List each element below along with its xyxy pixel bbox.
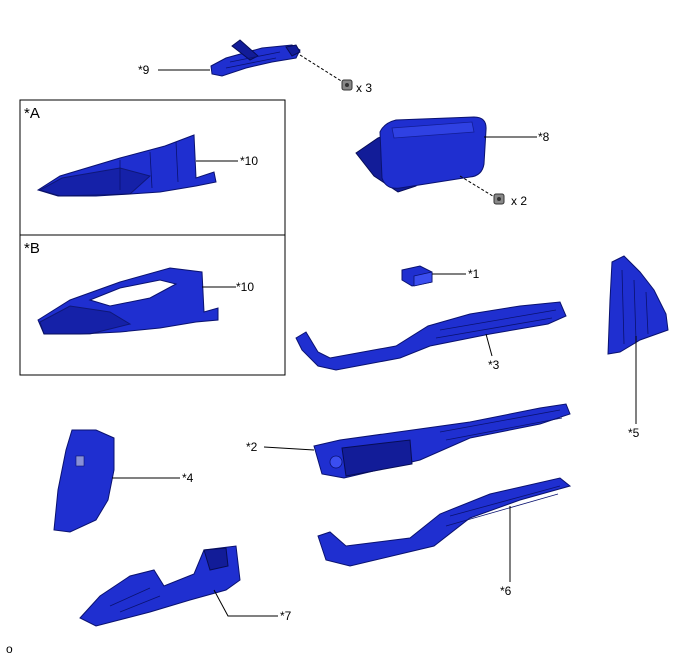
callout-8: *8 — [538, 130, 550, 144]
screw-path-8 — [459, 175, 497, 199]
variant-a-label: *A — [24, 105, 40, 122]
part-6-lower-panel — [317, 477, 572, 567]
callout-3: *3 — [488, 358, 500, 372]
part-9-bracket — [210, 39, 301, 77]
part-10a-trim — [36, 134, 217, 197]
callout-1: *1 — [468, 267, 480, 281]
figure-code: o — [6, 642, 13, 656]
screw-icon — [341, 79, 353, 91]
screw-path-9 — [299, 54, 347, 85]
callout-10a: *10 — [240, 154, 258, 168]
part-8-display — [355, 116, 487, 193]
part-1-switch — [401, 265, 433, 287]
screw-qty-top: x 3 — [356, 81, 372, 95]
screw-qty-mid: x 2 — [511, 194, 527, 208]
leader-2 — [263, 446, 315, 451]
callout-4: *4 — [182, 471, 194, 485]
screw-icon-2 — [493, 193, 505, 205]
callout-5: *5 — [628, 426, 640, 440]
callout-2: *2 — [246, 440, 258, 454]
leader-3 — [485, 333, 493, 357]
variant-b-label: *B — [24, 240, 40, 257]
callout-9: *9 — [138, 63, 150, 77]
part-5-side-panel — [607, 255, 669, 355]
part-7-lower-trim — [79, 545, 241, 627]
part-10b-trim — [37, 267, 219, 335]
part-3-panel — [295, 301, 567, 371]
callout-10b: *10 — [236, 280, 254, 294]
callout-7: *7 — [280, 609, 292, 623]
leader-7 — [213, 589, 278, 617]
part-4-side-panel — [53, 429, 115, 533]
variant-box-b — [19, 234, 286, 376]
part-2-vent-panel — [313, 403, 571, 479]
callout-6: *6 — [500, 584, 512, 598]
